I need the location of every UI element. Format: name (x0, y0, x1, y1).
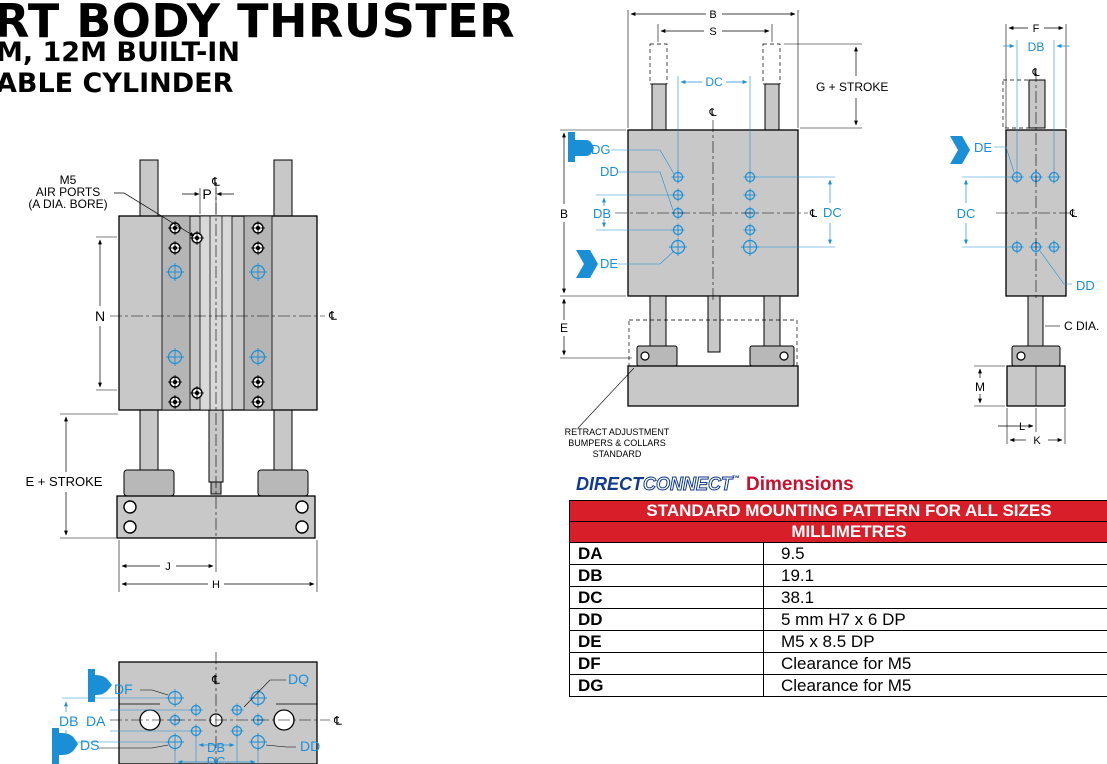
side-centerline-mark-h: ℄ (809, 208, 817, 220)
page-subtitle-line1: M, 12M BUILT-IN (0, 37, 240, 68)
dim-db-label-end: DB (1028, 40, 1045, 54)
brand-heading: DIRECTCONNECT™ Dimensions (576, 474, 854, 496)
brand-direct: DIRECT (576, 474, 643, 494)
dimensions-table: STANDARD MOUNTING PATTERN FOR ALL SIZES … (569, 500, 1107, 697)
table-header-title: STANDARD MOUNTING PATTERN FOR ALL SIZES (569, 500, 1107, 522)
dim-db-label-side: DB (593, 206, 611, 221)
dim-p-label: P (202, 186, 211, 202)
dim-s-label: S (709, 26, 716, 38)
dim-dc-label-end: DC (957, 206, 976, 221)
dimensions-heading: Dimensions (746, 474, 854, 495)
air-ports-label-3: (A DIA. BORE) (28, 197, 107, 211)
table-cell-key: DF (569, 652, 764, 675)
table-cell-key: DA (569, 542, 764, 565)
dim-j-label: J (165, 561, 171, 573)
front-view: M5 AIR PORTS (A DIA. BORE) P ℄ N ℄ E + S… (26, 159, 337, 592)
front-centerline-mark-v: ℄ (211, 175, 220, 189)
table-cell-value: 5 mm H7 x 6 DP (763, 608, 1107, 631)
dim-db-label-left: DB (59, 713, 78, 729)
end-view: F DB ℄ DE DC ℄ DD C DIA. M L K (950, 23, 1099, 447)
dim-e-stroke-label: E + STROKE (26, 474, 103, 489)
table-header-units: MILLIMETRES (569, 521, 1107, 543)
top-centerline-mark-v: ℄ (211, 673, 220, 687)
retract-note-line1: RETRACT ADJUSTMENT (565, 427, 670, 437)
top-view: DF DQ ℄ ℄ DB DA DS DB DC DD (52, 652, 342, 764)
dim-n-label: N (95, 308, 105, 324)
table-cell-value: Clearance for M5 (763, 652, 1107, 675)
dim-k-label: K (1033, 435, 1041, 447)
dim-da-label: DA (86, 713, 106, 729)
dim-dc-label-bottom: DC (207, 754, 226, 764)
dim-ds-label: DS (80, 737, 99, 753)
dim-df-label: DF (114, 681, 133, 697)
dim-l-label: L (1019, 421, 1025, 433)
dim-dc-label-right: DC (823, 205, 842, 220)
dim-g-stroke-label: G + STROKE (816, 80, 888, 94)
brand-trademark: ™ (732, 474, 740, 483)
dim-c-dia-label: C DIA. (1064, 319, 1099, 333)
dim-b-label-top: B (709, 9, 716, 21)
dim-dq-label: DQ (288, 671, 309, 687)
table-cell-value: Clearance for M5 (763, 674, 1107, 697)
retract-note-line3: STANDARD (593, 449, 642, 459)
page-title: RT BODY THRUSTER (0, 0, 516, 48)
dim-b-label-left: B (560, 207, 568, 221)
page-subtitle-line2: ABLE CYLINDER (0, 68, 234, 99)
table-cell-key: DG (569, 674, 764, 697)
table-cell-key: DB (569, 564, 764, 587)
air-ports-label-1: M5 (60, 173, 77, 187)
dim-dc-label-top: DC (705, 75, 723, 89)
dim-de-label-end: DE (974, 140, 992, 155)
brand-connect: CONNECT (643, 474, 733, 495)
front-centerline-mark-h: ℄ (328, 309, 337, 323)
dim-e-label: E (560, 321, 568, 335)
dim-dd-label-end: DD (1076, 278, 1095, 293)
air-ports-label-2: AIR PORTS (36, 185, 100, 199)
table-cell-value: 9.5 (763, 542, 1107, 565)
table-cell-key: DC (569, 586, 764, 609)
dim-de-label-side: DE (600, 256, 618, 271)
table-cell-key: DE (569, 630, 764, 653)
dim-dg-label: DG (591, 142, 611, 157)
table-cell-value: 38.1 (763, 586, 1107, 609)
dim-dd-label-top-view: DD (300, 738, 320, 754)
end-centerline-mark-h: ℄ (1069, 208, 1077, 220)
dim-h-label: H (212, 579, 220, 591)
dim-dd-label-side: DD (600, 164, 619, 179)
dim-m-label: M (975, 380, 985, 394)
table-cell-value: 19.1 (763, 564, 1107, 587)
table-cell-value: M5 x 8.5 DP (763, 630, 1107, 653)
end-centerline-mark-v: ℄ (1031, 67, 1039, 79)
dim-db-label-bottom: DB (207, 740, 225, 755)
retract-note-line2: BUMPERS & COLLARS (568, 438, 666, 448)
top-centerline-mark-h: ℄ (333, 714, 342, 728)
side-view: B S DC ℄ G + STROKE DG DD DB DE B E ℄ DC… (560, 9, 888, 459)
dim-f-label: F (1033, 23, 1040, 35)
table-cell-key: DD (569, 608, 764, 631)
side-centerline-mark-v: ℄ (708, 107, 716, 119)
